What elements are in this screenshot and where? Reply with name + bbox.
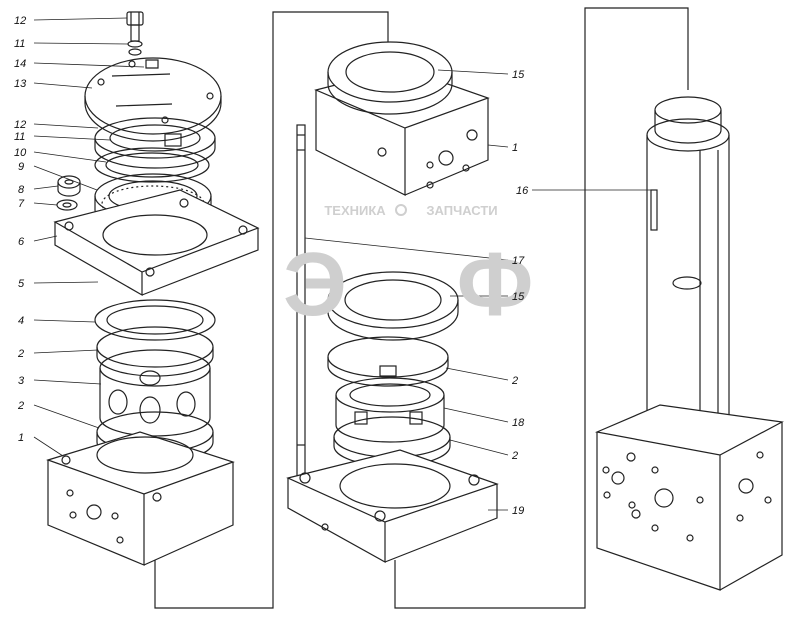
callout-label: 1 (18, 432, 24, 444)
connector-middle-right (394, 7, 689, 609)
watermark: ТЕХНИКА ЗАПЧАСТИ Э Ф (283, 203, 533, 335)
callout-label: 7 (18, 198, 25, 210)
callout-label: 3 (18, 375, 25, 387)
upper-ring (94, 117, 216, 169)
callout-label: 1 (512, 142, 518, 154)
thrust-ring-15-top (327, 41, 453, 115)
callout-label: 13 (14, 78, 27, 90)
callout-label: 6 (18, 236, 25, 248)
flange-plate (53, 189, 260, 297)
ring-2-mid-upper (327, 336, 449, 387)
callout-label: 4 (18, 315, 24, 327)
callout-label: 2 (17, 348, 24, 360)
callout-label: 18 (512, 417, 525, 429)
shaft-housing-block (594, 404, 784, 591)
ring-4 (94, 299, 216, 341)
callout-label: 16 (516, 185, 529, 197)
callout-label: 5 (18, 278, 25, 290)
callout-label: 2 (511, 450, 518, 462)
watermark-letter-1: Э (283, 235, 347, 335)
housing-block (46, 431, 235, 566)
watermark-letter-2: Ф (457, 235, 534, 335)
callout-label: 10 (14, 147, 27, 159)
callout-label: 17 (512, 255, 525, 267)
callout-label: 2 (17, 400, 24, 412)
shaft-16 (646, 96, 730, 441)
callout-label: 12 (14, 15, 26, 27)
callout-label: 15 (512, 291, 525, 303)
callout-label: 8 (18, 184, 25, 196)
watermark-right-text: ЗАПЧАСТИ (426, 203, 497, 218)
washer (56, 199, 78, 211)
cage-sleeve (99, 349, 211, 437)
right-callouts: 16 (516, 185, 529, 197)
watermark-left-text: ТЕХНИКА (324, 203, 386, 218)
left-callouts: 12 11 14 13 12 11 10 9 8 7 6 5 4 2 3 2 1 (14, 15, 27, 444)
sleeve-18 (335, 377, 445, 443)
connector-left-middle (154, 11, 389, 609)
callout-label: 14 (14, 58, 26, 70)
top-cover-plate (84, 57, 222, 142)
callout-label: 11 (14, 38, 25, 50)
callout-label: 11 (14, 131, 25, 143)
callout-label: 19 (512, 505, 524, 517)
thrust-ring-15-bottom (327, 271, 459, 341)
leader-lines (33, 17, 651, 511)
seal-ring (94, 147, 210, 183)
middle-callouts: 15 1 17 15 2 18 2 19 (511, 69, 525, 517)
nut (57, 175, 81, 197)
bolt-part (126, 11, 144, 56)
callout-label: 2 (511, 375, 518, 387)
callout-label: 9 (18, 161, 24, 173)
callout-label: 15 (512, 69, 525, 81)
callout-label: 12 (14, 119, 26, 131)
base-flange-19 (286, 449, 499, 564)
